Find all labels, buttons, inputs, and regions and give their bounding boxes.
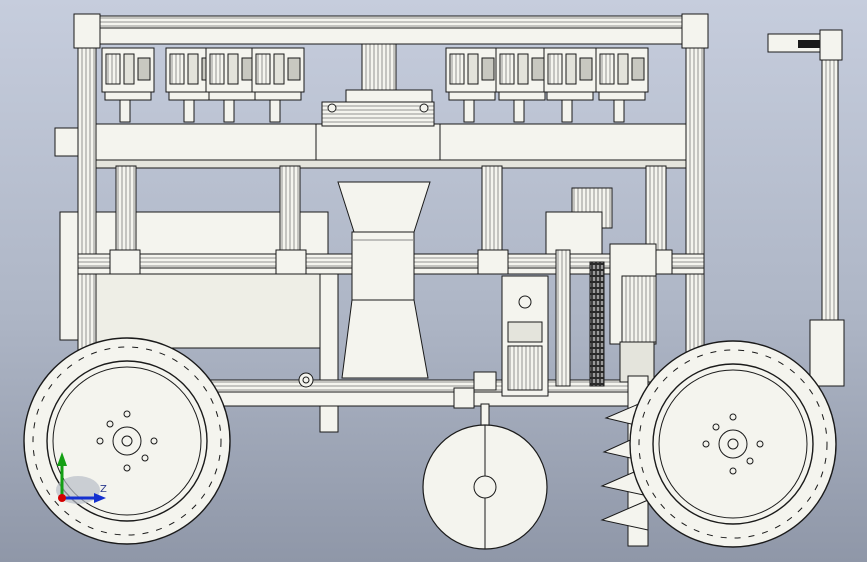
- servo-motors-left: [101, 47, 305, 123]
- coordinate-triad-icon: [56, 452, 106, 504]
- gearbox: [501, 275, 549, 397]
- disc-opener: [422, 403, 548, 550]
- triad-z-label: Z: [100, 484, 107, 495]
- seed-hopper: [337, 181, 431, 379]
- controller-module: [321, 43, 435, 127]
- rail-clamps: [298, 371, 497, 409]
- wheel-right: [629, 340, 837, 548]
- linear-actuator: [545, 187, 657, 387]
- servo-motors-right: [445, 47, 649, 123]
- wheel-left: [23, 337, 231, 545]
